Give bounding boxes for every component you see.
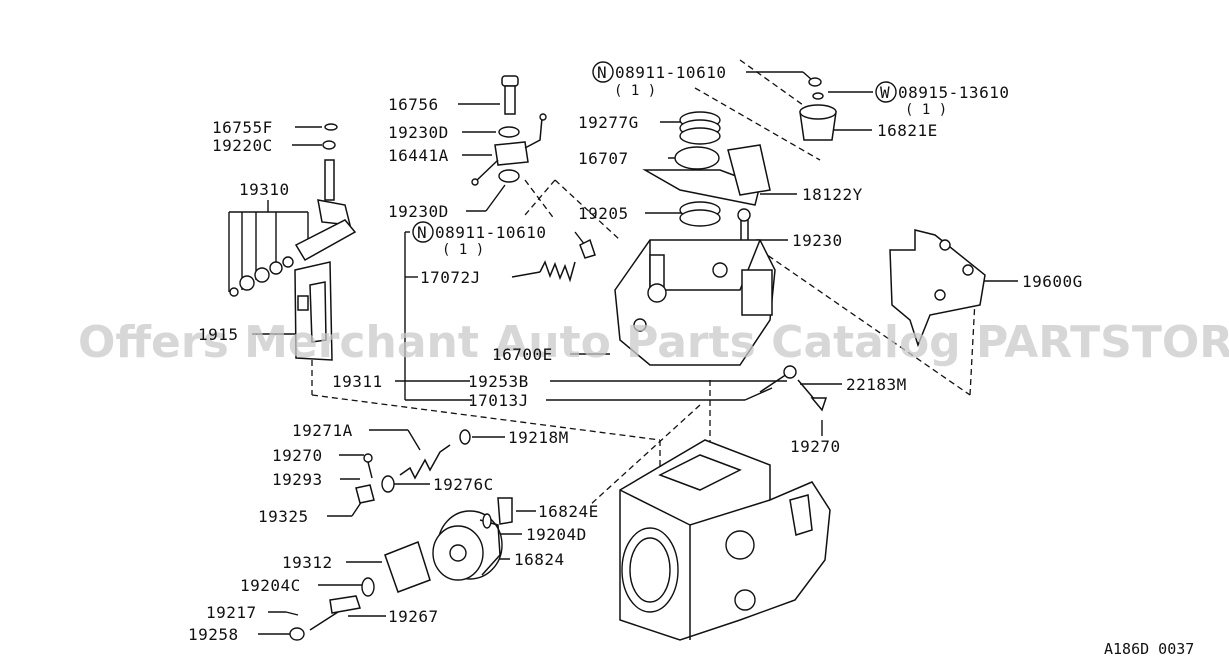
label-19600G: 19600G: [1022, 272, 1083, 291]
pump-body: [619, 439, 831, 641]
n-prefix-lower: N: [417, 223, 427, 242]
label-1915: 1915: [198, 325, 239, 344]
label-19310: 19310: [239, 180, 290, 199]
watermark: Offers Merchant Auto Parts Catalog PARTS…: [78, 317, 1229, 368]
n-prefix-circle-lower: [412, 221, 434, 243]
governor-housing: [579, 238, 776, 366]
label-19277G: 19277G: [578, 113, 639, 132]
label-19253B: 19253B: [468, 372, 529, 391]
qty-08911-lower: ( 1 ): [442, 242, 484, 258]
label-16824E: 16824E: [538, 502, 599, 521]
w-prefix: W: [880, 83, 890, 102]
adjusting-lever-assembly: [471, 75, 547, 186]
label-16821E: 16821E: [877, 121, 938, 140]
label-19312: 19312: [282, 553, 333, 572]
w-prefix-circle: [875, 81, 897, 103]
label-19311: 19311: [332, 372, 383, 391]
label-19270-right: 19270: [790, 437, 841, 456]
governor-lever-assembly: [229, 123, 357, 361]
label-08911-10610-upper: 08911-10610: [615, 63, 726, 82]
label-18122Y: 18122Y: [802, 185, 863, 204]
qty-08911-upper: ( 1 ): [614, 83, 656, 99]
label-19293: 19293: [272, 470, 323, 489]
label-19271A: 19271A: [292, 421, 353, 440]
plunger-assembly: [355, 429, 471, 504]
label-19276C: 19276C: [433, 475, 494, 494]
assembly-dashed-lines: [311, 59, 976, 506]
label-08915-13610: 08915-13610: [898, 83, 1009, 102]
label-17072J: 17072J: [420, 268, 481, 287]
label-16700E: 16700E: [492, 345, 553, 364]
part-labels: 16755F 19220C 19310 1915 16756 19230D 16…: [188, 61, 1194, 658]
label-19230D-upper: 19230D: [388, 123, 449, 142]
n-prefix-circle-upper: [592, 61, 614, 83]
label-22183M: 22183M: [846, 375, 907, 394]
label-16756: 16756: [388, 95, 439, 114]
label-19325: 19325: [258, 507, 309, 526]
rod-22183M: [759, 365, 828, 412]
label-19270-left: 19270: [272, 446, 323, 465]
diagram-code: A186D 0037: [1104, 640, 1194, 658]
spring-17072J: [539, 260, 576, 283]
label-19230D-lower: 19230D: [388, 202, 449, 221]
label-19267: 19267: [388, 607, 439, 626]
label-16441A: 16441A: [388, 146, 449, 165]
label-19205: 19205: [578, 204, 629, 223]
n-prefix-upper: N: [597, 63, 607, 82]
qty-08915: ( 1 ): [905, 102, 947, 118]
gear-16824: [432, 497, 513, 581]
label-17013J: 17013J: [468, 391, 529, 410]
label-19204D: 19204D: [526, 525, 587, 544]
label-19220C: 19220C: [212, 136, 273, 155]
top-cover-assembly: [642, 77, 837, 261]
lower-fittings: [289, 541, 431, 641]
label-16824: 16824: [514, 550, 565, 569]
label-08911-10610-lower: 08911-10610: [435, 223, 546, 242]
label-19230: 19230: [792, 231, 843, 250]
label-16707: 16707: [578, 149, 629, 168]
label-19258: 19258: [188, 625, 239, 644]
label-19204C: 19204C: [240, 576, 301, 595]
label-19217: 19217: [206, 603, 257, 622]
bracket-19600G: [889, 229, 986, 348]
label-19218M: 19218M: [508, 428, 569, 447]
label-16755F: 16755F: [212, 118, 273, 137]
leader-lines: [228, 71, 1018, 635]
